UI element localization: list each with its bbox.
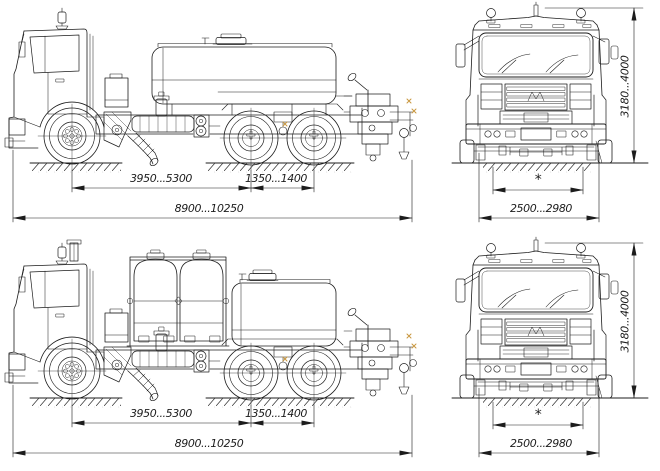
emulsion-containers <box>126 249 230 347</box>
dim-track-top: * <box>534 172 542 188</box>
exhaust-stack-icon <box>66 239 82 262</box>
dim-wheelbase-top: 3950...5300 <box>129 172 193 185</box>
dim-length-top: 8900...10250 <box>174 202 244 215</box>
dim-bogie-bottom: 1350...1400 <box>244 407 308 420</box>
dim-width-bottom: 2500...2980 <box>509 437 573 450</box>
dim-track-bottom: * <box>534 407 542 423</box>
dim-height-bottom: 3180...4000 <box>618 290 632 353</box>
rear-cistern <box>231 269 337 347</box>
dim-wheelbase-bottom: 3950...5300 <box>129 407 193 420</box>
dim-height-top: 3180...4000 <box>618 55 632 118</box>
cistern-tank <box>151 33 353 116</box>
dim-width-top: 2500...2980 <box>509 202 573 215</box>
view-side-tanker <box>5 8 417 222</box>
view-side-containers <box>5 239 417 457</box>
dim-length-bottom: 8900...10250 <box>174 437 244 450</box>
manhole-hatch <box>238 269 279 281</box>
dim-bogie-top: 1350...1400 <box>244 172 308 185</box>
manhole-hatch <box>201 33 253 45</box>
